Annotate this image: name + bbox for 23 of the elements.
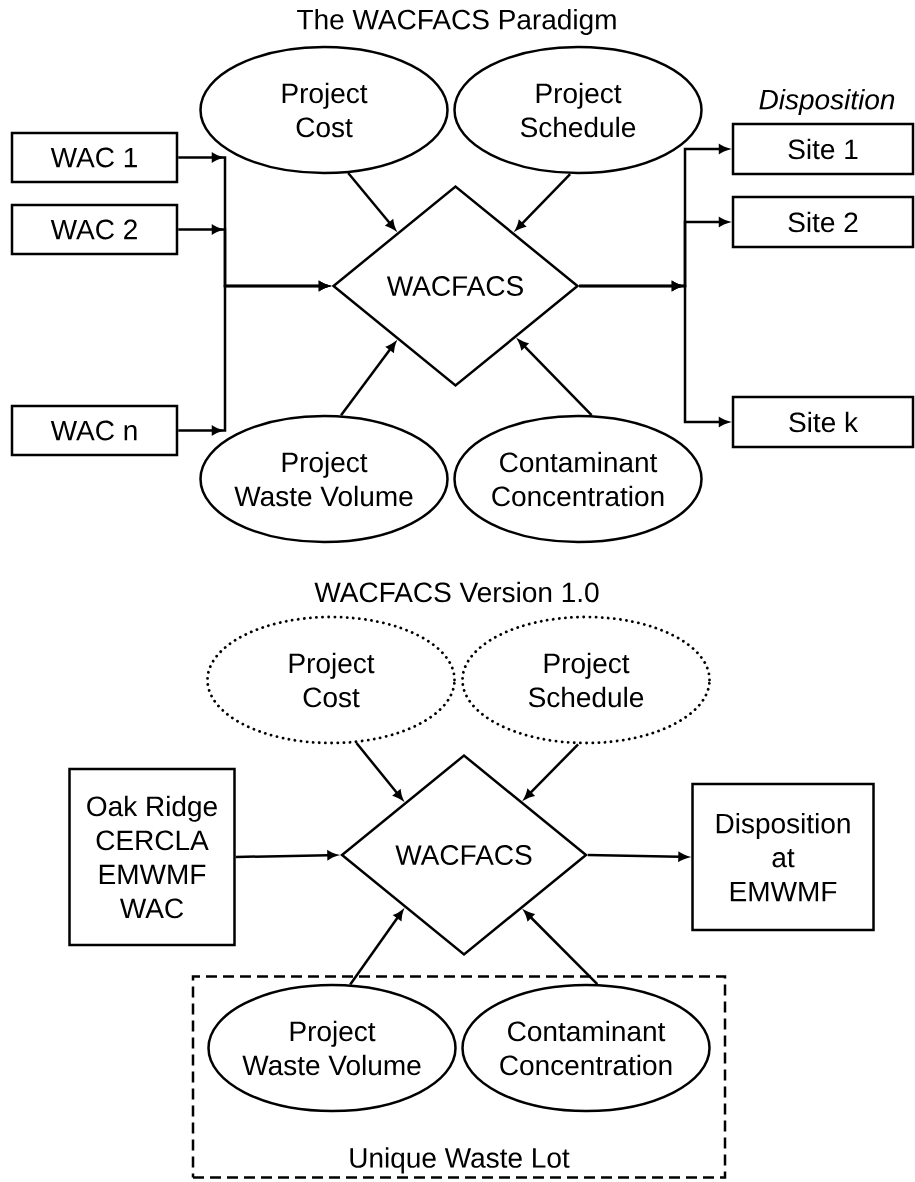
input-box: WAC n xyxy=(10,404,179,457)
arrow xyxy=(349,910,404,986)
arrow xyxy=(524,910,599,985)
input-box: WAC 2 xyxy=(10,203,179,256)
arrow xyxy=(340,342,396,417)
site-box: Site k xyxy=(731,395,915,449)
arrow xyxy=(515,173,572,231)
site-box: Site 1 xyxy=(731,122,915,176)
input-box: WAC 1 xyxy=(10,131,179,184)
output-box: Disposition at EMWMF xyxy=(691,782,875,932)
title: The WACFACS Paradigm xyxy=(297,8,616,36)
site-box: Site 2 xyxy=(731,195,915,249)
title: WACFACS Version 1.0 xyxy=(314,581,599,603)
arrow xyxy=(524,743,579,800)
column-heading: Disposition xyxy=(759,88,895,116)
arrow xyxy=(235,850,337,860)
input-box: Oak Ridge CERCLA EMWMF WAC xyxy=(68,767,236,947)
arrow xyxy=(579,281,729,427)
arrow xyxy=(178,281,329,435)
arrow xyxy=(355,742,403,801)
arrow xyxy=(587,852,688,862)
arrow xyxy=(347,172,396,231)
arrow xyxy=(518,339,593,416)
